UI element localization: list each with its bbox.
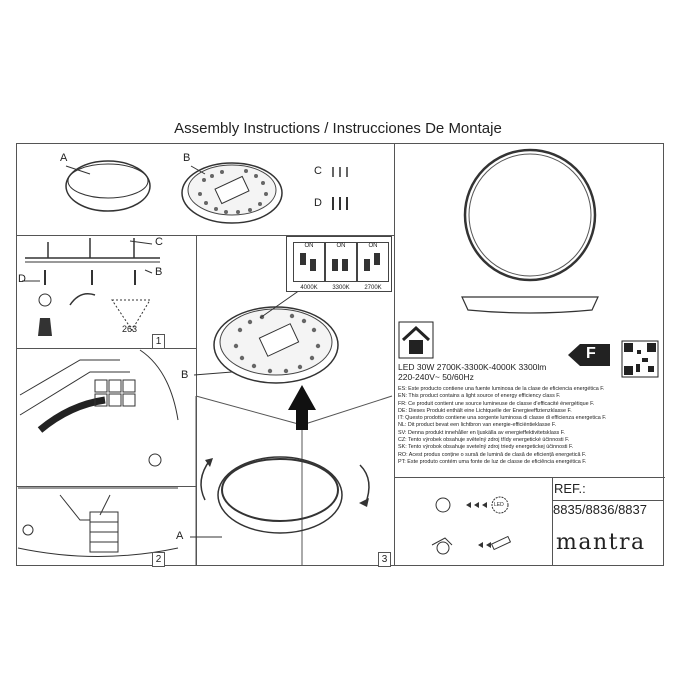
legal-line: RO: Acest produs conține o sursă de lumi… <box>398 451 587 458</box>
ref-numbers: 8835/8836/8837 <box>553 502 647 517</box>
divider-ref <box>552 477 553 565</box>
step-number-3: 3 <box>378 552 391 567</box>
brand-logo: mantra <box>556 530 646 555</box>
legal-line: EN: This product contains a light source… <box>398 393 561 400</box>
label-a: A <box>60 152 68 164</box>
step-number-2: 2 <box>152 552 165 567</box>
label-b: B <box>183 152 191 164</box>
divider-right-bottom <box>394 477 665 478</box>
switch-on-label: ON <box>304 243 314 249</box>
page-title: Assembly Instructions / Instrucciones De… <box>174 120 502 137</box>
energy-legal-text: ES: Este producto contiene una fuente lu… <box>398 386 606 466</box>
panel-3-drawing <box>190 279 393 566</box>
switch-on-label: ON <box>368 243 378 249</box>
switch-2700k[interactable]: ON 2700K <box>357 242 389 291</box>
lamp-a-drawing <box>65 160 151 212</box>
legal-line: SK: Tento výrobok obsahuje svetelný zdro… <box>398 444 574 451</box>
divider-panel-1 <box>17 348 197 349</box>
label-c: C <box>314 165 322 177</box>
divider-panel-2a <box>17 486 197 487</box>
label-b-panel3: B <box>181 369 189 381</box>
panel-1-drawing <box>25 238 160 336</box>
screws-d <box>332 197 348 210</box>
switch-3300k[interactable]: ON 3300K <box>325 242 357 291</box>
legal-line: FR: Ce produit contient une source lumin… <box>398 400 595 407</box>
product-side-view <box>461 296 599 314</box>
legal-line: NL: Dit product bevat een lichtbron van … <box>398 422 557 429</box>
legal-line: IT: Questo prodotto contiene una sorgent… <box>398 415 607 422</box>
legal-line: SV: Denna produkt innehåller en ljuskäll… <box>398 429 565 436</box>
label-c-panel1: C <box>155 236 163 248</box>
label-d-panel1: D <box>18 273 26 285</box>
base-b-drawing <box>181 162 283 224</box>
spec-block: LED 30W 2700K-3300K-4000K 3300lm 220-240… <box>398 362 546 382</box>
step-number-1: 1 <box>152 334 165 349</box>
screws-c <box>332 167 348 177</box>
ref-label: REF.: <box>554 481 586 496</box>
indoor-use-icon <box>398 321 434 359</box>
legal-line: ES: Este producto contiene una fuente lu… <box>398 386 605 392</box>
switch-temp-label: 4000K <box>300 285 318 291</box>
dimension-label: 263 <box>122 324 138 334</box>
switch-4000k[interactable]: ON 4000K <box>293 242 325 291</box>
switch-temp-label: 2700K <box>364 285 382 291</box>
spec-line-power: LED 30W 2700K-3300K-4000K 3300lm <box>398 362 547 372</box>
label-b-panel1: B <box>155 266 163 278</box>
label-a-panel3: A <box>176 530 184 542</box>
spec-line-voltage: 220-240V~ 50/60Hz <box>398 372 474 382</box>
divider-ref-row <box>552 500 664 501</box>
panel-2-drawing <box>17 349 179 557</box>
qr-code-icon <box>621 340 659 378</box>
energy-class-letter: F <box>586 345 596 362</box>
legal-line: DE: Dieses Produkt enthält eine Lichtque… <box>398 407 572 414</box>
divider-top-row <box>17 235 394 236</box>
divider-vertical-main <box>394 144 395 565</box>
safety-icons <box>431 496 512 555</box>
legal-line: PT: Este produto contém uma fonte de luz… <box>398 458 587 465</box>
switch-temp-label: 3300K <box>332 285 350 291</box>
led-icon-label: LED <box>494 502 504 508</box>
energy-arrow <box>568 344 610 366</box>
label-d: D <box>314 197 322 209</box>
color-temp-switch-panel: ON 4000K ON 3300K ON 2700K <box>286 236 392 292</box>
product-front-view <box>463 148 597 282</box>
legal-line: CZ: Tento výrobek obsahuje světelný zdro… <box>398 437 570 444</box>
switch-on-label: ON <box>336 243 346 249</box>
